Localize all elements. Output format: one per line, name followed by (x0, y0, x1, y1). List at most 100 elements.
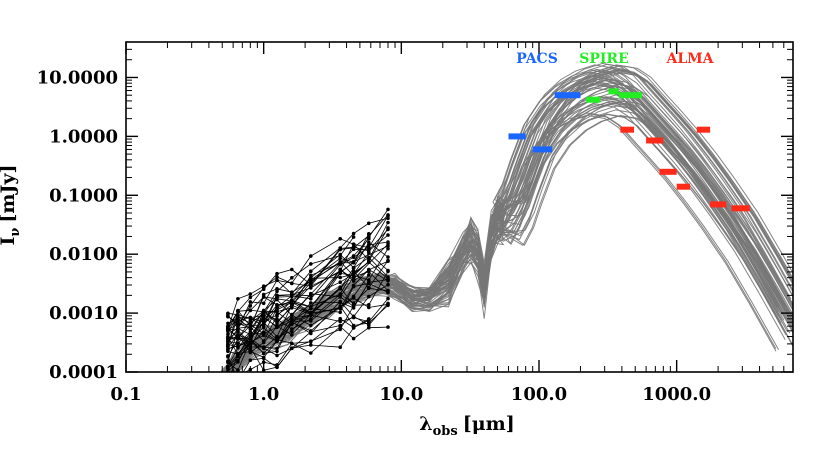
observed-point (338, 262, 343, 267)
observed-sed (227, 238, 370, 356)
observed-sed (227, 233, 370, 347)
observed-point (367, 232, 371, 236)
model-curve (227, 84, 785, 372)
observed-sed (231, 274, 370, 372)
observed-point (386, 220, 390, 225)
observed-point (261, 295, 266, 299)
alma-band-marker (731, 205, 750, 212)
observed-point (275, 313, 279, 317)
observed-point (351, 325, 356, 330)
observed-point (290, 327, 294, 331)
observed-point (386, 301, 390, 306)
observed-point (261, 346, 266, 351)
observed-point (338, 247, 343, 252)
observed-point (236, 374, 240, 378)
observed-point (261, 340, 266, 345)
observed-point (226, 314, 230, 319)
observed-point (351, 301, 356, 305)
observed-point (309, 330, 313, 334)
observed-point (338, 237, 343, 241)
observed-point (386, 226, 390, 230)
observed-point (226, 321, 230, 326)
observed-point (338, 259, 343, 264)
observed-point (386, 233, 390, 237)
x-axis-symbol: λ (419, 413, 432, 435)
observed-point (275, 287, 279, 291)
observed-point (338, 323, 343, 328)
observed-point (386, 207, 390, 212)
observed-point (290, 298, 294, 302)
observed-point (309, 269, 313, 274)
model-curve (226, 83, 793, 372)
model-curve (234, 100, 793, 372)
observed-point (226, 343, 230, 347)
observed-point (226, 355, 230, 359)
observed-point (386, 296, 390, 301)
observed-point (248, 349, 253, 354)
model-curve (230, 100, 793, 372)
observed-point (261, 286, 266, 290)
observed-photometry (226, 207, 390, 378)
observed-point (275, 319, 279, 324)
y-axis-symbol: I (0, 237, 19, 246)
observed-point (386, 213, 390, 218)
observed-point (309, 284, 313, 289)
observed-sed (227, 261, 370, 327)
observed-point (290, 320, 294, 324)
observed-point (290, 341, 294, 346)
observed-point (236, 354, 240, 359)
observed-point (309, 310, 313, 315)
observed-point (261, 314, 266, 319)
model-curve (228, 82, 786, 372)
observed-point (309, 291, 313, 296)
observed-point (236, 368, 240, 372)
observed-point (386, 246, 390, 251)
observed-point (351, 275, 356, 279)
observed-point (275, 325, 279, 330)
observed-point (338, 295, 343, 299)
y-tick-label: 0.1000 (49, 185, 118, 206)
observed-point (248, 358, 253, 363)
observed-point (367, 249, 371, 253)
x-tick-label: 10.0 (379, 384, 423, 405)
x-tick-label: 0.1 (110, 384, 141, 405)
observed-point (226, 328, 230, 332)
alma-band-marker (710, 201, 727, 208)
observed-point (351, 235, 356, 239)
model-curve (224, 72, 793, 372)
observed-point (386, 325, 390, 329)
observed-point (309, 301, 313, 305)
observed-point (386, 288, 390, 293)
observed-point (275, 295, 279, 299)
observed-sed (227, 247, 370, 339)
observed-point (226, 347, 230, 352)
observed-point (309, 317, 313, 321)
observed-point (367, 269, 371, 274)
model-curve (233, 98, 793, 372)
observed-point (261, 308, 266, 313)
pacs-band-marker (532, 146, 553, 153)
observed-point (309, 297, 313, 301)
observed-point (351, 271, 356, 275)
observed-point (351, 284, 356, 289)
y-axis-subscript: ν (8, 228, 23, 237)
observed-point (261, 351, 266, 356)
observed-point (226, 366, 230, 371)
y-axis-unit: [mJy] (0, 164, 19, 222)
observed-point (309, 339, 313, 344)
observed-point (226, 311, 230, 316)
alma-band-marker (676, 183, 690, 190)
observed-point (351, 242, 356, 247)
observed-point (261, 301, 266, 306)
observed-point (309, 273, 313, 278)
y-tick-label: 0.0001 (49, 362, 118, 383)
x-tick-label: 1.0 (248, 384, 279, 405)
model-curve (229, 85, 793, 372)
observed-point (367, 305, 371, 310)
model-curve (232, 89, 793, 372)
spire-band-marker (618, 92, 628, 99)
observed-point (351, 314, 356, 319)
model-curves (220, 62, 793, 372)
